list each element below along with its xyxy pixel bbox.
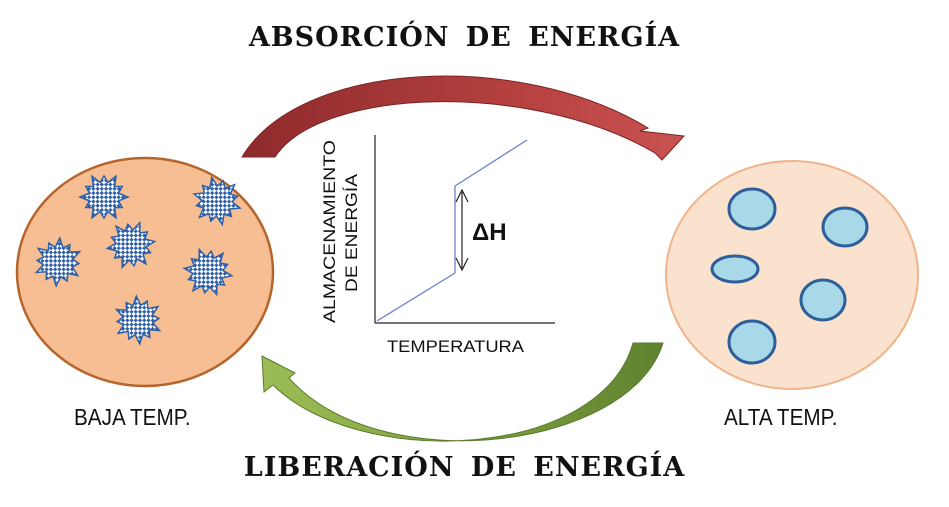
x-axis-label: TEMPERATURA [387, 337, 525, 356]
high-temp-circle [665, 160, 919, 390]
crystal-group [34, 174, 242, 346]
delta-h-label: ΔH [472, 219, 507, 246]
y-axis-label-line2: DE ENERGÍA [342, 173, 361, 292]
high-temp-label: ALTA TEMP. [724, 404, 838, 430]
particle [799, 278, 847, 322]
delta-h-arrowhead-bottom [455, 257, 469, 272]
absorption-title: ABSORCIÓN DE ENERGÍA [248, 22, 681, 53]
low-temp-label: BAJA TEMP. [74, 404, 191, 430]
graph-line-low [376, 272, 456, 322]
graph-line-high [454, 139, 528, 187]
crystal [78, 174, 130, 220]
crystal [105, 220, 157, 270]
y-axis-label-line1: ALMACENAMIENTO [320, 140, 339, 323]
particle [727, 187, 777, 231]
particle [821, 206, 869, 248]
crystal [114, 294, 162, 346]
particle-group [710, 187, 869, 365]
absorption-arrow [241, 75, 686, 161]
release-arrow [261, 342, 664, 442]
crystal [34, 236, 82, 288]
particle [727, 319, 777, 365]
release-title: LIBERACIÓN DE ENERGÍA [243, 452, 686, 483]
particle [710, 254, 760, 284]
crystal [182, 247, 234, 297]
delta-h-arrowhead-top [455, 188, 469, 203]
energy-graph: ΔH ALMACENAMIENTO DE ENERGÍA TEMPERATURA [320, 135, 555, 356]
crystal [192, 175, 242, 227]
